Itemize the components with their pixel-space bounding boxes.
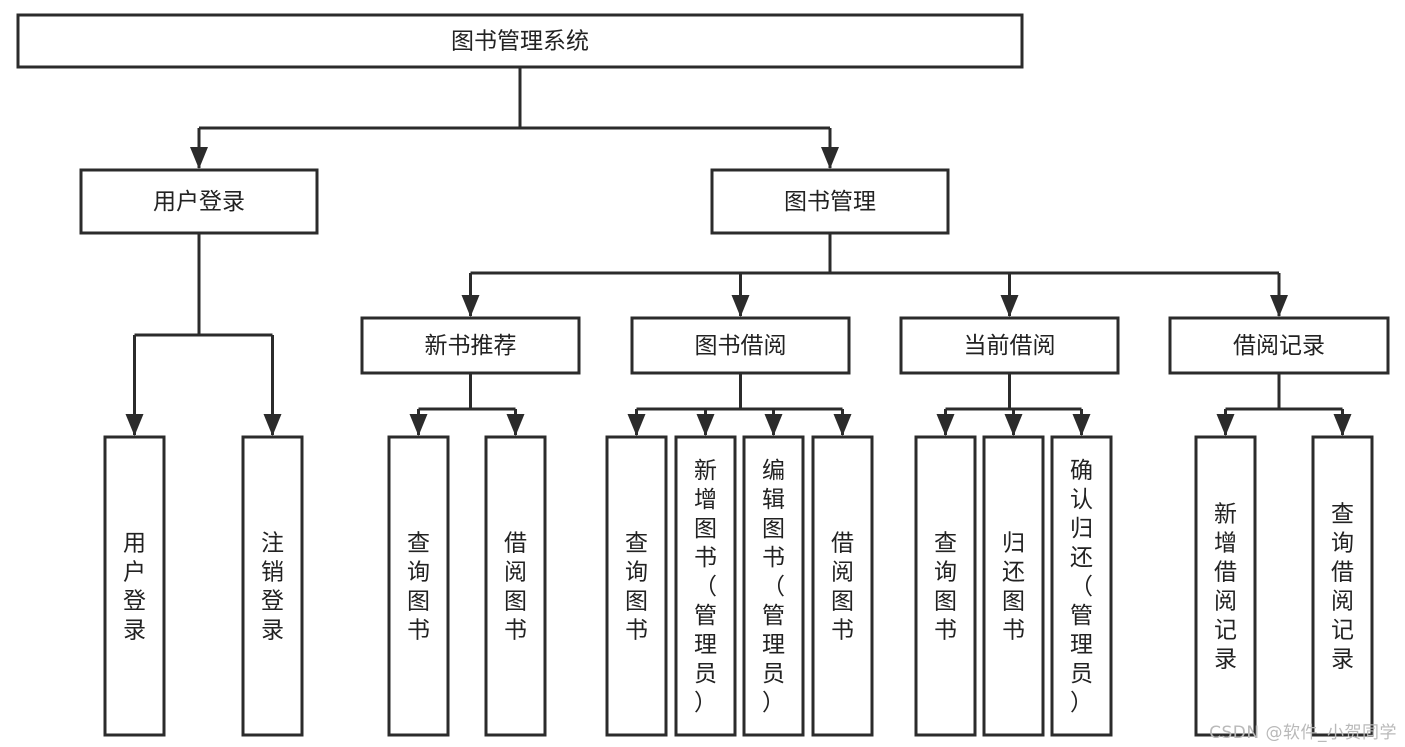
node-root[interactable]: 图书管理系统	[16, 13, 1024, 69]
arrow-l1-book-mgmt-to-l2-book-borrow	[731, 295, 750, 317]
node-leaf-cb-return-book[interactable]: 归还图书	[982, 435, 1045, 737]
arrow-l2-book-borrow-to-leaf-bb-edit-book	[764, 414, 783, 436]
arrow-l2-book-borrow-to-leaf-bb-add-book	[696, 414, 715, 436]
node-l2-new-book-rec[interactable]: 新书推荐	[360, 316, 581, 375]
node-label-l2-new-book-rec: 新书推荐	[425, 333, 517, 359]
arrow-l2-borrow-record-to-leaf-br-add-record	[1216, 414, 1235, 436]
node-leaf-br-query-record[interactable]: 查询借阅记录	[1311, 435, 1374, 737]
node-l2-book-borrow[interactable]: 图书借阅	[630, 316, 851, 375]
node-box-l1-user-login	[79, 168, 319, 235]
node-leaf-cb-confirm-return[interactable]: 确认归还（管理员）	[1050, 435, 1113, 737]
node-box-leaf-cb-return-book	[982, 435, 1045, 737]
node-label-leaf-logout: 注销登录	[261, 531, 284, 644]
node-box-l2-borrow-record	[1168, 316, 1390, 375]
node-label-leaf-cb-query-book: 查询图书	[934, 531, 957, 644]
node-label-leaf-bb-edit-book: 编辑图书（管理员）	[762, 458, 785, 716]
node-box-leaf-bb-query-book	[605, 435, 668, 737]
node-leaf-bb-edit-book[interactable]: 编辑图书（管理员）	[742, 435, 805, 737]
arrow-l1-user-login-to-leaf-user-login	[125, 414, 144, 436]
node-box-l2-new-book-rec	[360, 316, 581, 375]
node-label-leaf-bb-query-book: 查询图书	[625, 531, 648, 644]
node-label-leaf-rec-query-book: 查询图书	[407, 531, 430, 644]
arrow-l2-book-borrow-to-leaf-bb-borrow-book	[833, 414, 852, 436]
arrow-l2-current-borrow-to-leaf-cb-return-book	[1004, 414, 1023, 436]
arrow-l1-user-login-to-leaf-logout	[263, 414, 282, 436]
node-box-leaf-rec-query-book	[387, 435, 450, 737]
node-l1-book-mgmt[interactable]: 图书管理	[710, 168, 950, 235]
node-box-l2-book-borrow	[630, 316, 851, 375]
arrow-l2-new-book-rec-to-leaf-rec-query-book	[409, 414, 428, 436]
node-label-l1-book-mgmt: 图书管理	[784, 189, 876, 215]
node-box-leaf-bb-edit-book	[742, 435, 805, 737]
node-box-leaf-logout	[241, 435, 304, 737]
node-l2-current-borrow[interactable]: 当前借阅	[899, 316, 1120, 375]
connectors-layer	[125, 67, 1352, 436]
arrow-l2-current-borrow-to-leaf-cb-confirm-return	[1072, 414, 1091, 436]
arrow-l2-new-book-rec-to-leaf-rec-borrow-book	[506, 414, 525, 436]
node-box-leaf-bb-add-book	[674, 435, 737, 737]
arrow-l2-current-borrow-to-leaf-cb-query-book	[936, 414, 955, 436]
node-box-leaf-br-add-record	[1194, 435, 1257, 737]
node-leaf-user-login[interactable]: 用户登录	[103, 435, 166, 737]
arrow-l1-book-mgmt-to-l2-current-borrow	[1000, 295, 1019, 317]
node-label-leaf-br-query-record: 查询借阅记录	[1331, 502, 1354, 673]
node-l1-user-login[interactable]: 用户登录	[79, 168, 319, 235]
arrow-l2-book-borrow-to-leaf-bb-query-book	[627, 414, 646, 436]
node-leaf-cb-query-book[interactable]: 查询图书	[914, 435, 977, 737]
nodes-layer: 图书管理系统用户登录图书管理新书推荐图书借阅当前借阅借阅记录用户登录注销登录查询…	[16, 13, 1390, 737]
node-leaf-br-add-record[interactable]: 新增借阅记录	[1194, 435, 1257, 737]
node-l2-borrow-record[interactable]: 借阅记录	[1168, 316, 1390, 375]
arrow-l1-book-mgmt-to-l2-borrow-record	[1270, 295, 1288, 317]
node-box-leaf-user-login	[103, 435, 166, 737]
node-box-leaf-rec-borrow-book	[484, 435, 547, 737]
node-box-leaf-br-query-record	[1311, 435, 1374, 737]
node-label-leaf-cb-return-book: 归还图书	[1002, 531, 1025, 644]
node-label-leaf-cb-confirm-return: 确认归还（管理员）	[1070, 458, 1093, 716]
node-leaf-rec-borrow-book[interactable]: 借阅图书	[484, 435, 547, 737]
arrow-root-to-l1-book-mgmt	[821, 147, 839, 169]
node-label-l2-borrow-record: 借阅记录	[1233, 333, 1325, 359]
arrow-l2-borrow-record-to-leaf-br-query-record	[1333, 414, 1352, 436]
node-leaf-bb-add-book[interactable]: 新增图书（管理员）	[674, 435, 737, 737]
node-leaf-logout[interactable]: 注销登录	[241, 435, 304, 737]
node-box-l1-book-mgmt	[710, 168, 950, 235]
node-box-leaf-bb-borrow-book	[811, 435, 874, 737]
node-label-leaf-bb-borrow-book: 借阅图书	[831, 531, 854, 644]
node-label-l2-current-borrow: 当前借阅	[964, 333, 1056, 359]
arrow-root-to-l1-user-login	[190, 147, 208, 169]
node-label-root: 图书管理系统	[451, 29, 589, 55]
node-label-leaf-bb-add-book: 新增图书（管理员）	[694, 458, 717, 716]
node-label-l2-book-borrow: 图书借阅	[695, 333, 787, 359]
node-label-leaf-user-login: 用户登录	[123, 531, 146, 644]
node-label-l1-user-login: 用户登录	[153, 189, 245, 215]
node-label-leaf-br-add-record: 新增借阅记录	[1214, 502, 1237, 673]
node-box-l2-current-borrow	[899, 316, 1120, 375]
node-box-leaf-cb-query-book	[914, 435, 977, 737]
node-leaf-bb-query-book[interactable]: 查询图书	[605, 435, 668, 737]
arrow-l1-book-mgmt-to-l2-new-book-rec	[461, 295, 480, 317]
node-box-leaf-cb-confirm-return	[1050, 435, 1113, 737]
node-box-root	[16, 13, 1024, 69]
node-leaf-bb-borrow-book[interactable]: 借阅图书	[811, 435, 874, 737]
node-leaf-rec-query-book[interactable]: 查询图书	[387, 435, 450, 737]
node-label-leaf-rec-borrow-book: 借阅图书	[504, 531, 527, 644]
